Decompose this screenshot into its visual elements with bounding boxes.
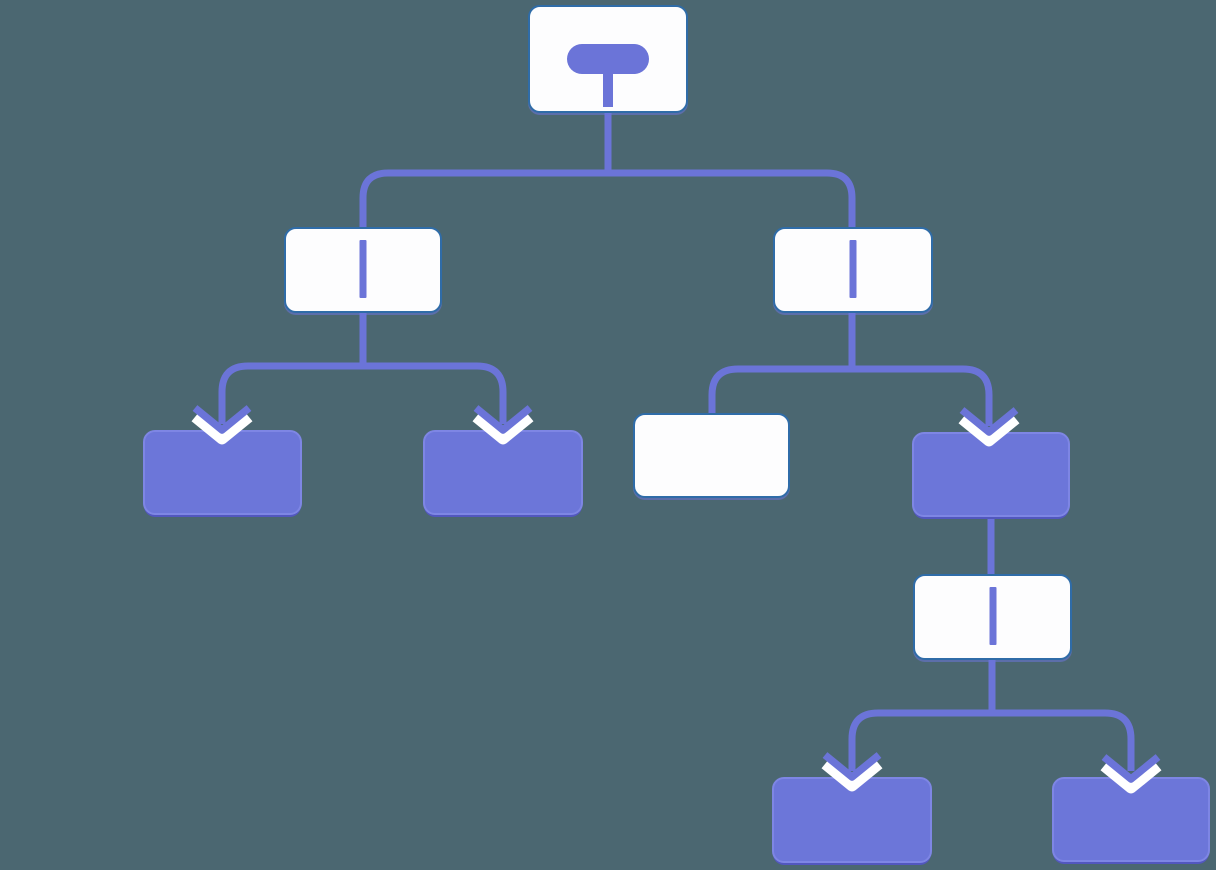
child-plain-white-node[interactable] <box>633 413 790 498</box>
pass-through-line <box>989 587 996 645</box>
leaf-far-left-node[interactable] <box>143 430 302 515</box>
sub-branch-node[interactable] <box>913 574 1072 660</box>
pass-through-line <box>849 240 857 298</box>
branch-right-node[interactable] <box>773 227 933 313</box>
pass-through-line <box>359 240 367 298</box>
topic-pill <box>567 44 649 74</box>
branch-left-node[interactable] <box>284 227 442 313</box>
child-right-purple-node[interactable] <box>912 432 1070 517</box>
root-node[interactable] <box>528 5 688 113</box>
leaf-mid-left-node[interactable] <box>423 430 583 515</box>
leaf-bottom-left-node[interactable] <box>772 777 932 863</box>
leaf-bottom-right-node[interactable] <box>1052 777 1210 862</box>
topic-pill-stem <box>603 71 613 107</box>
